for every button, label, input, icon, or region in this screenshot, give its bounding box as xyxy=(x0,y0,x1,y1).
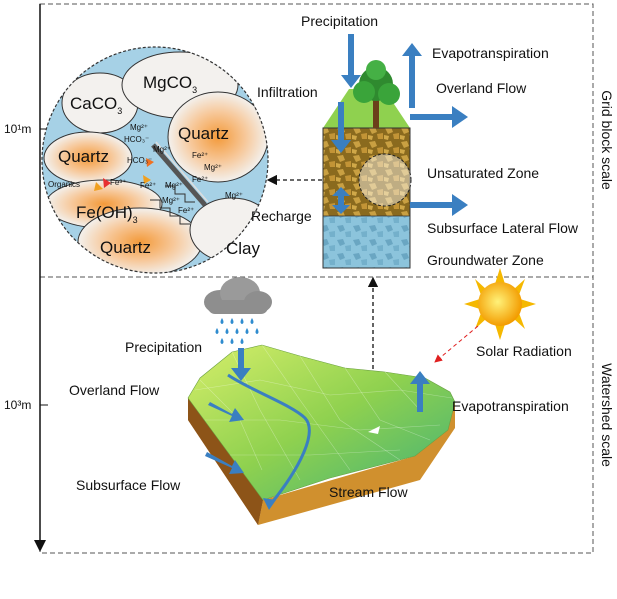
mineral-clay: Clay xyxy=(226,239,261,258)
soil-zoom-region xyxy=(358,153,412,207)
ion-0: Mg²⁺ xyxy=(130,123,148,132)
ion-7: Fe²⁺ xyxy=(192,175,208,184)
scale-tick-top: 10¹m xyxy=(4,122,31,136)
grid-block-arrows xyxy=(331,34,468,216)
ws-overland-flow-label: Overland Flow xyxy=(69,382,160,398)
grid-groundwater-zone-label: Groundwater Zone xyxy=(427,252,544,268)
infiltration-arrow-down xyxy=(331,102,351,153)
recharge-double-arrow xyxy=(332,187,350,214)
ion-10: Mg²⁺ xyxy=(162,196,180,205)
grid-precipitation-label: Precipitation xyxy=(301,13,378,29)
ion-6: Mg²⁺ xyxy=(204,163,222,172)
pore-zoom-circle: CaCO3 MgCO3 Quartz Quartz Fe(OH)3 Quartz… xyxy=(41,46,269,274)
grid-block-scale-label: Grid block scale xyxy=(599,90,615,190)
overland-flow-arrow-right xyxy=(410,106,468,128)
organics-label: Organics xyxy=(48,180,80,189)
stream-channel xyxy=(227,373,311,506)
solar-radiation-arrow xyxy=(434,325,479,363)
ion-3: Fe³⁺ xyxy=(110,178,126,187)
mineral-feoh3: Fe(OH)3 xyxy=(76,203,138,225)
mineral-quartz-bottom: Quartz xyxy=(100,238,151,257)
ws-evapotranspiration-arrow xyxy=(410,371,430,412)
ion-5: Fe²⁺ xyxy=(192,151,208,160)
ws-subsurface-flow-label: Subsurface Flow xyxy=(76,477,181,493)
sun-icon xyxy=(464,268,536,340)
ion-1: HCO₃⁻ xyxy=(124,135,149,144)
mineral-mgco3: MgCO3 xyxy=(143,73,197,95)
tree-icon xyxy=(353,60,400,128)
watershed-arrows xyxy=(205,348,430,474)
ion-9: Mg²⁺ xyxy=(165,181,183,190)
watershed-scale-label: Watershed scale xyxy=(599,363,615,467)
watershed-block xyxy=(187,344,456,525)
ion-4: Mg²⁺ xyxy=(153,145,171,154)
soil-column xyxy=(322,60,412,269)
ws-precipitation-label: Precipitation xyxy=(125,339,202,355)
grid-unsaturated-zone-label: Unsaturated Zone xyxy=(427,165,539,181)
ws-stream-flow-label: Stream Flow xyxy=(329,484,408,500)
mineral-caco3: CaCO3 xyxy=(70,94,122,116)
grid-recharge-label: Recharge xyxy=(251,208,312,224)
scale-tick-bottom: 10³m xyxy=(4,398,31,412)
scale-axis-arrowhead xyxy=(34,540,46,552)
ws-overland-flow-arrow xyxy=(208,402,244,422)
ws-subsurface-flow-arrow xyxy=(205,452,244,474)
grid-evapotranspiration-label: Evapotranspiration xyxy=(432,45,549,61)
ion-2: HCO₃⁻ xyxy=(127,156,152,165)
ws-solar-radiation-label: Solar Radiation xyxy=(476,343,572,359)
precipitation-arrow-down xyxy=(341,34,361,88)
rain-cloud-icon xyxy=(204,277,272,344)
mineral-quartz-left: Quartz xyxy=(58,147,109,166)
ws-precipitation-arrow xyxy=(231,348,251,381)
grain-quartz-right xyxy=(167,91,268,183)
ion-8: Fe²⁺ xyxy=(140,181,156,190)
ws-evapotranspiration-label: Evapotranspiration xyxy=(452,398,569,414)
grid-infiltration-label: Infiltration xyxy=(257,84,318,100)
subsurface-lateral-flow-arrow xyxy=(410,194,468,216)
mineral-quartz-right: Quartz xyxy=(178,124,229,143)
evapotranspiration-arrow-up xyxy=(402,43,422,108)
grid-overland-flow-label: Overland Flow xyxy=(436,80,527,96)
ion-12: Mg²⁺ xyxy=(225,191,243,200)
grid-subsurface-lateral-flow-label: Subsurface Lateral Flow xyxy=(427,220,579,236)
ion-11: Fe²⁺ xyxy=(178,206,194,215)
